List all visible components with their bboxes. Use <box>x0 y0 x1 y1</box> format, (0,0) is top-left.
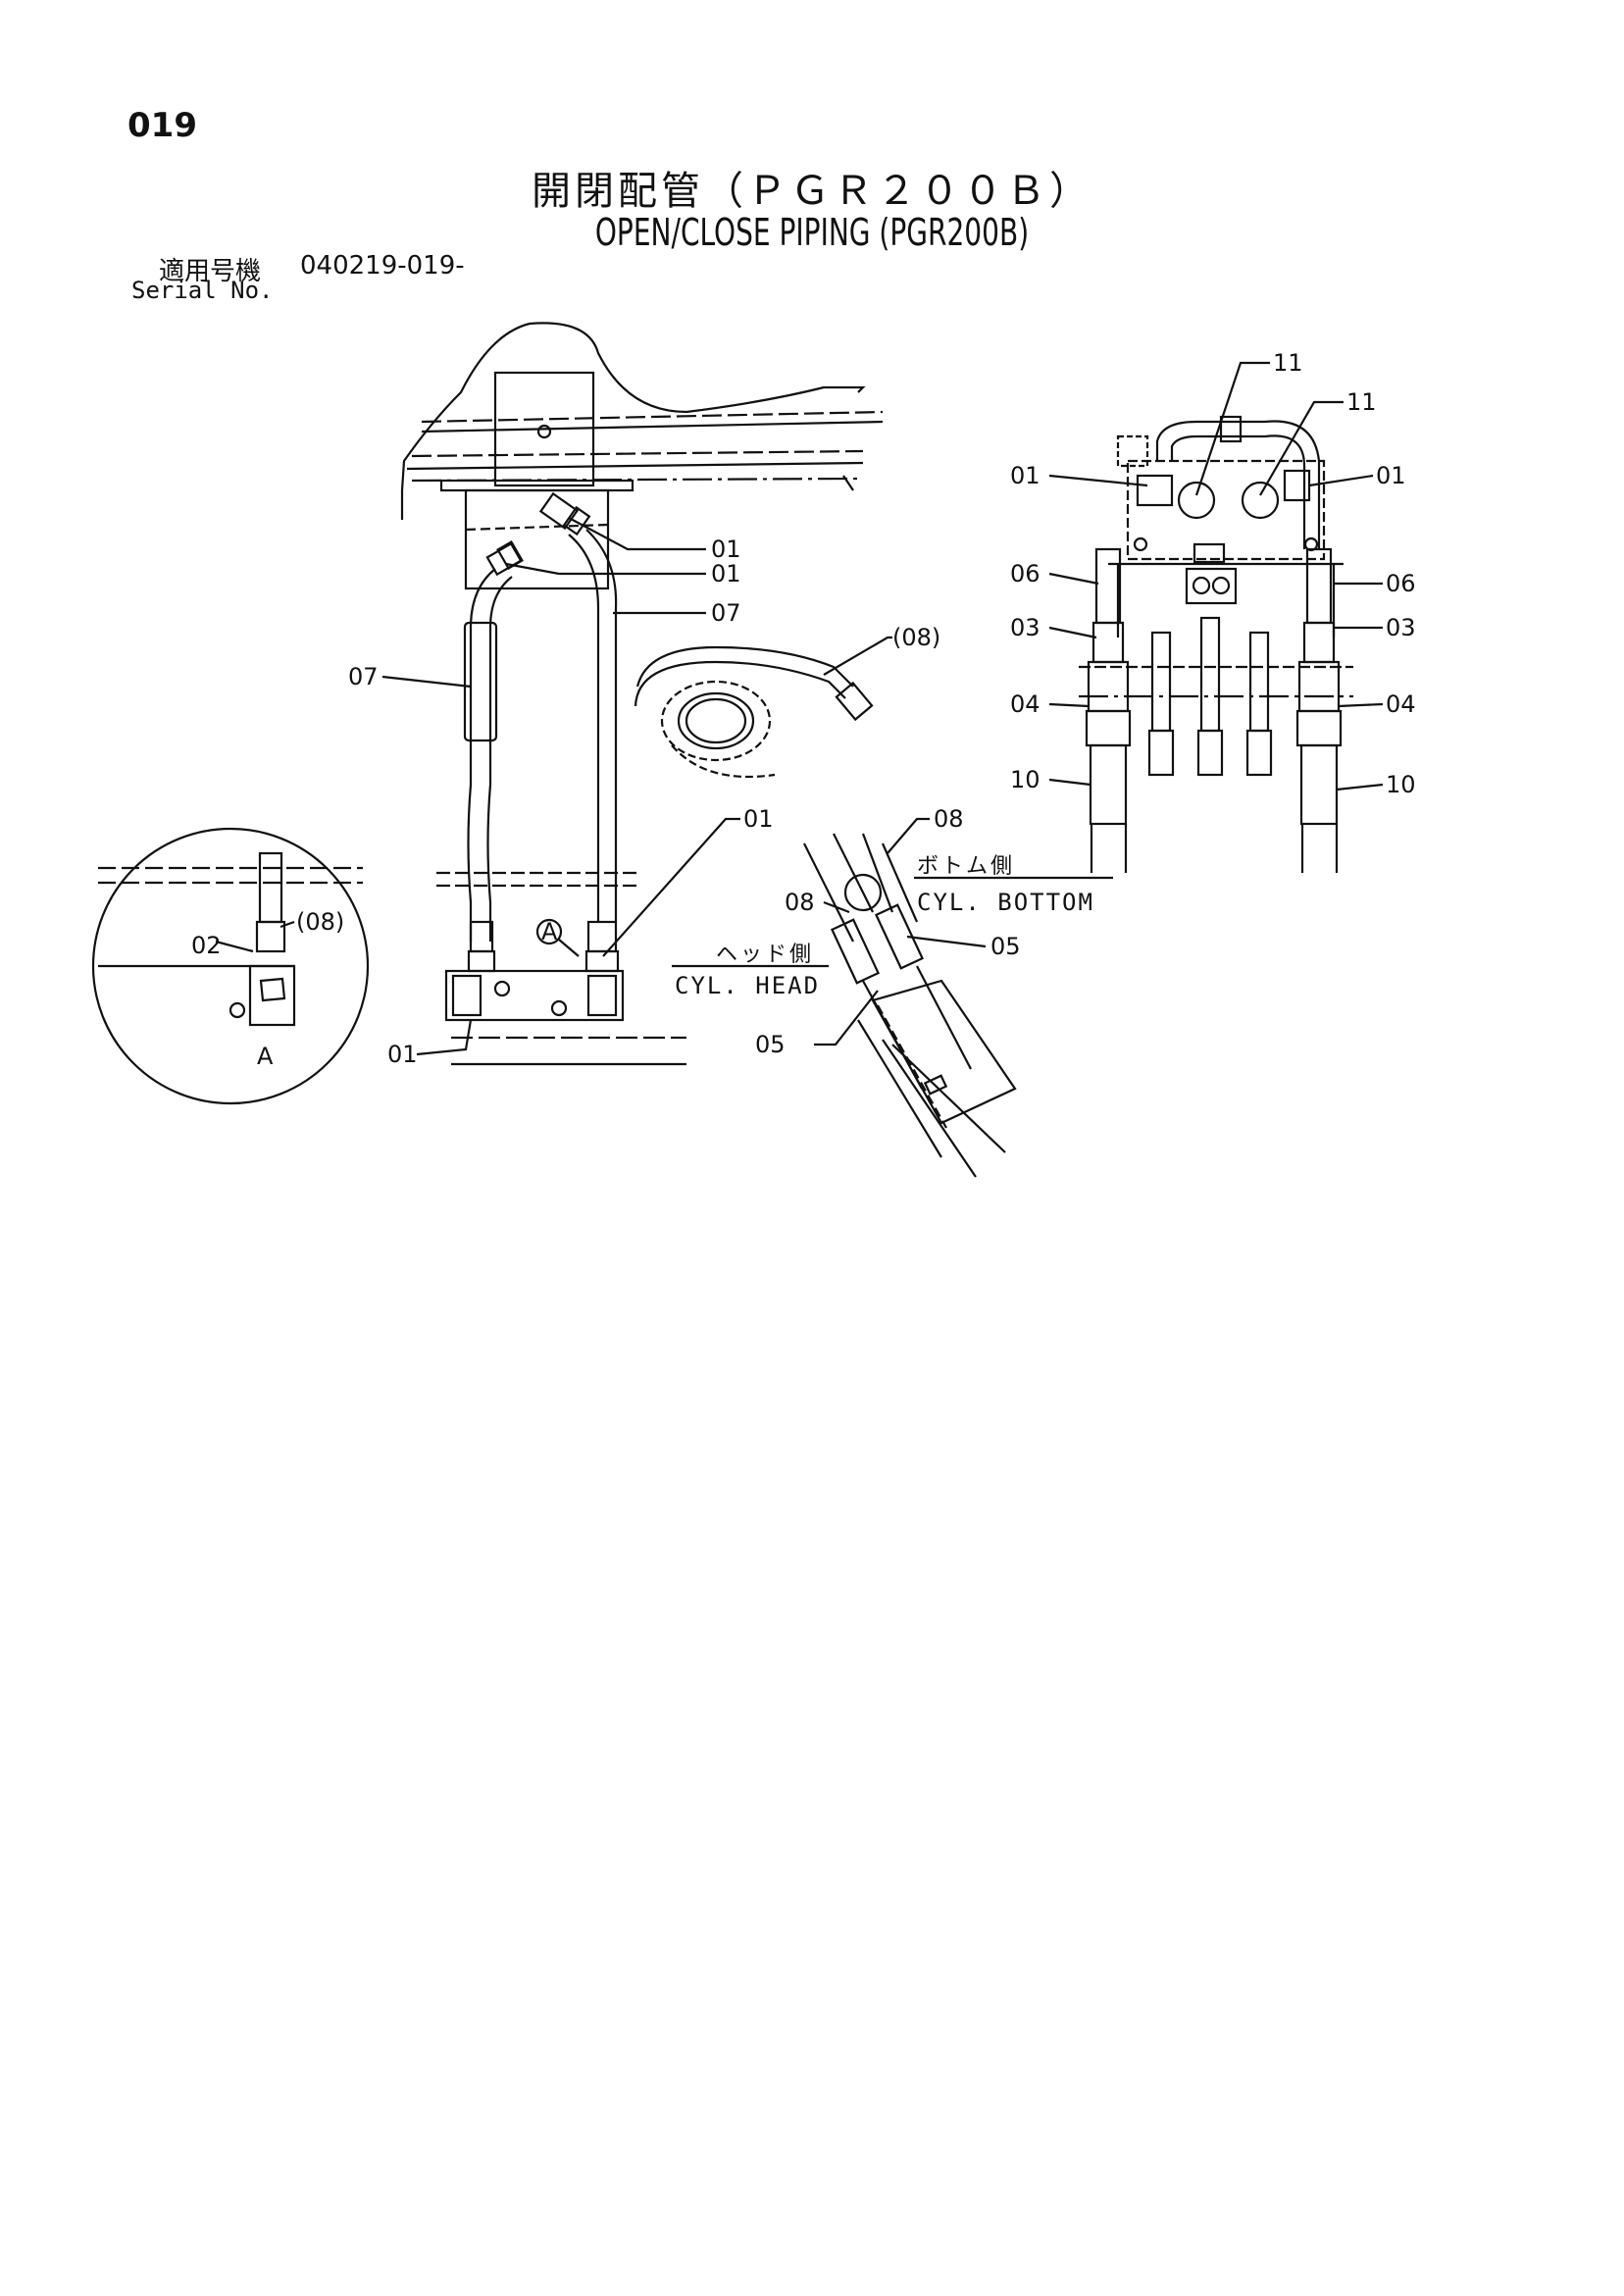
callout-07-right: 07 <box>711 599 741 627</box>
callout-04-left: 04 <box>1010 690 1040 718</box>
callout-10-right: 10 <box>1386 771 1416 798</box>
serial-label-en: Serial No. <box>131 277 274 304</box>
serial-label-jp: 適用号機 <box>159 257 262 286</box>
callout-03-left: 03 <box>1010 614 1040 641</box>
main-leaders <box>381 517 740 1056</box>
marker-a: A <box>541 918 558 945</box>
callout-01-right-left: 01 <box>1010 462 1040 489</box>
callout-11a: 11 <box>1273 349 1303 377</box>
detail-a <box>91 827 370 1105</box>
cyl-bottom-label-en: CYL. BOTTOM <box>917 889 1094 916</box>
callout-01-lower-top: 01 <box>743 805 774 833</box>
callout-08-cyl-top: 08 <box>934 805 964 833</box>
callout-01b: 01 <box>711 560 741 587</box>
cyl-head-label-jp: ヘッド側 <box>716 943 814 967</box>
callout-07-left: 07 <box>348 663 379 690</box>
callout-08-hose: (08) <box>892 624 940 651</box>
callout-01-right-right: 01 <box>1376 462 1406 489</box>
page-title-jp: 開閉配管（ＰＧＲ２００Ｂ） <box>532 169 1092 214</box>
callout-08-detail: (08) <box>296 908 344 936</box>
callout-04-right: 04 <box>1386 690 1416 718</box>
page-title-en: OPEN/CLOSE PIPING (PGR200B) <box>594 211 1030 254</box>
callout-03-right: 03 <box>1386 614 1416 641</box>
page-number: 019 <box>127 106 197 145</box>
callout-05-cyl-bottom: 05 <box>755 1031 786 1058</box>
cyl-leaders <box>672 817 1113 1046</box>
callout-01a: 01 <box>711 536 741 563</box>
coiled-hose <box>634 636 892 779</box>
cyl-head-label-en: CYL. HEAD <box>675 972 820 999</box>
callout-01-lower-bottom: 01 <box>387 1041 418 1068</box>
cylinder-detail <box>803 833 1017 1178</box>
detail-label-a: A <box>257 1043 274 1070</box>
callout-02: 02 <box>191 932 222 959</box>
cyl-bottom-label-jp: ボトム側 <box>917 854 1015 879</box>
callout-06-right: 06 <box>1386 570 1416 597</box>
main-assembly: A <box>400 322 884 1066</box>
callout-06-left: 06 <box>1010 560 1040 587</box>
callout-05-cyl-right: 05 <box>990 933 1021 960</box>
callout-11b: 11 <box>1346 388 1377 416</box>
callout-10-left: 10 <box>1010 766 1040 793</box>
serial-value: 040219-019- <box>300 251 465 281</box>
right-leaders <box>1048 361 1384 791</box>
callout-08-cyl-left: 08 <box>785 889 815 916</box>
right-assembly <box>1079 415 1353 873</box>
